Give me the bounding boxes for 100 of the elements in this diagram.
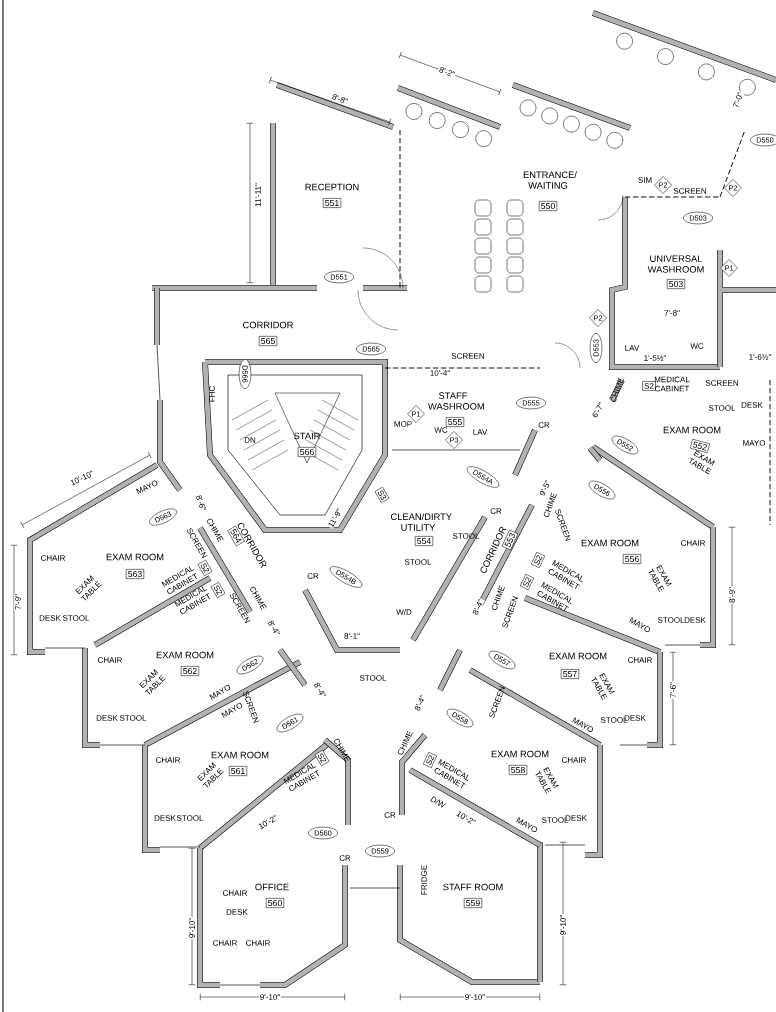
room-name: ENTRANCE/ WAITING — [523, 171, 577, 189]
fixture-label: CHAIR — [155, 757, 181, 763]
fixture-label: CHAIR — [40, 555, 66, 561]
dimension-text: 10'-2" — [454, 809, 478, 827]
fixture-label: DESK — [154, 815, 176, 821]
dimension-text: 9'-10" — [559, 914, 567, 936]
annotation-text: CR — [490, 508, 502, 514]
fixture-label: DESK — [96, 715, 118, 721]
room-name: EXAM ROOM — [211, 751, 269, 759]
room-name: EXAM ROOM — [106, 553, 164, 561]
dimension-text: 8'-4" — [471, 597, 485, 617]
dimension-text: 10'-4" — [429, 369, 451, 377]
fixture-label: STOOL — [176, 815, 204, 821]
room-number: 558 — [508, 765, 528, 775]
dimension-text: 1'-6½" — [747, 353, 773, 361]
fixture-label: DESK — [684, 617, 706, 623]
fixture-label: CHAIR — [680, 540, 706, 546]
annotation-text: SCREEN — [705, 380, 738, 386]
room-number: 550 — [538, 201, 558, 211]
room-name: OFFICE — [255, 883, 289, 891]
fixture-label: D/W — [430, 796, 447, 808]
dimension-text: 8'-2" — [437, 65, 457, 79]
fixture-label: MOP — [394, 421, 412, 427]
dimension-text: 8'-8" — [330, 92, 350, 106]
fixture-label: FRIDGE — [421, 865, 427, 895]
room-number: 561 — [228, 766, 248, 776]
dimension-text: 8'-1" — [343, 632, 361, 640]
annotation-text: FHC — [209, 386, 215, 402]
dimension-text: 7'-0" — [731, 90, 745, 110]
dimension-text: 11'-11" — [254, 182, 262, 208]
fixture-label: CHAIR — [627, 657, 653, 663]
fixture-label: STOOL — [657, 617, 685, 623]
dimension-text: 7'-9" — [14, 593, 22, 611]
annotation-text: CR — [339, 855, 351, 861]
fixture-label: CHAIR — [222, 890, 248, 896]
dimension-text: 9'-10" — [188, 917, 196, 939]
equipment-tag: S2 — [422, 752, 438, 769]
room-name: EXAM ROOM — [663, 426, 721, 434]
annotation-text: CR — [384, 812, 396, 818]
fixture-label: MAYO — [743, 440, 766, 446]
room-name: STAFF WASHROOM — [428, 392, 484, 410]
equipment-tag: S2 — [519, 574, 535, 591]
fixture-label: LAV — [473, 429, 488, 435]
room-number: 554 — [414, 536, 434, 546]
fixture-label: STOOL — [359, 675, 387, 681]
equipment-tag: S2 — [642, 381, 656, 391]
room-number: 560 — [265, 898, 285, 908]
dimension-text: 9'-10" — [464, 993, 486, 1001]
room-name: STAFF ROOM — [443, 883, 503, 891]
equipment-tag: S3 — [374, 486, 390, 504]
equipment-tag: S2 — [530, 552, 546, 569]
room-name: EXAM ROOM — [156, 651, 214, 659]
dimension-text: 8'-4" — [413, 693, 427, 713]
fixture-label: CHAIR — [245, 940, 271, 946]
room-name: STAIR — [294, 432, 320, 440]
annotation-text: CR — [307, 573, 319, 579]
annotation-text: DN — [244, 437, 256, 443]
room-name: CLEAN/DIRTY UTILITY — [391, 513, 452, 531]
room-number: 551 — [322, 198, 342, 208]
room-name: CORRIDOR — [243, 321, 293, 329]
equipment-tag: S2 — [210, 581, 226, 599]
room-number: 565 — [258, 336, 278, 346]
annotation-text: CR — [538, 422, 550, 428]
fixture-label: CHAIR — [212, 940, 238, 946]
fixture-label: CHAIR — [97, 657, 123, 663]
fixture-label: MEDICAL CABINET — [654, 376, 690, 392]
room-name: EXAM ROOM — [549, 652, 607, 660]
room-name: EXAM ROOM — [491, 750, 549, 758]
annotation-text: CHIME — [610, 377, 624, 402]
dimension-text: 8'-6" — [194, 493, 208, 513]
room-name: RECEPTION — [305, 183, 359, 191]
fixture-label: STOOL — [708, 405, 736, 411]
fixture-label: LAV — [625, 345, 640, 351]
room-number: 555 — [445, 417, 465, 427]
room-number: 559 — [463, 898, 483, 908]
dimension-text: 7'-6" — [669, 681, 677, 699]
fixture-label: WC — [690, 343, 704, 349]
room-number: 557 — [560, 669, 580, 679]
equipment-tag: S2 — [314, 749, 330, 767]
equipment-tag: S2 — [197, 559, 213, 577]
fixture-label: STOOL — [404, 559, 432, 565]
fixture-label: STOOL — [119, 715, 147, 721]
room-number: 562 — [180, 666, 200, 676]
fixture-label: CHAIR — [561, 757, 587, 763]
room-number: 563 — [125, 569, 145, 579]
room-number: 503 — [666, 279, 686, 289]
room-name: EXAM ROOM — [581, 539, 639, 547]
dimension-text: 7'-8" — [663, 309, 681, 317]
room-number: 556 — [622, 554, 642, 564]
room-name: UNIVERSAL WASHROOM — [647, 255, 704, 273]
dimension-text: 9'-10" — [259, 993, 281, 1001]
fixture-label: DESK — [741, 402, 763, 408]
fixture-label: STOOL — [62, 615, 90, 621]
fixture-label: STOOL — [452, 533, 480, 539]
fixture-label: WC — [434, 427, 448, 433]
annotation-text: SCREEN — [451, 353, 484, 359]
fixture-label: DESK — [39, 615, 61, 621]
dimension-text: 8'-9" — [728, 586, 736, 604]
fixture-label: W/D — [396, 609, 412, 615]
room-number: 566 — [297, 447, 317, 457]
